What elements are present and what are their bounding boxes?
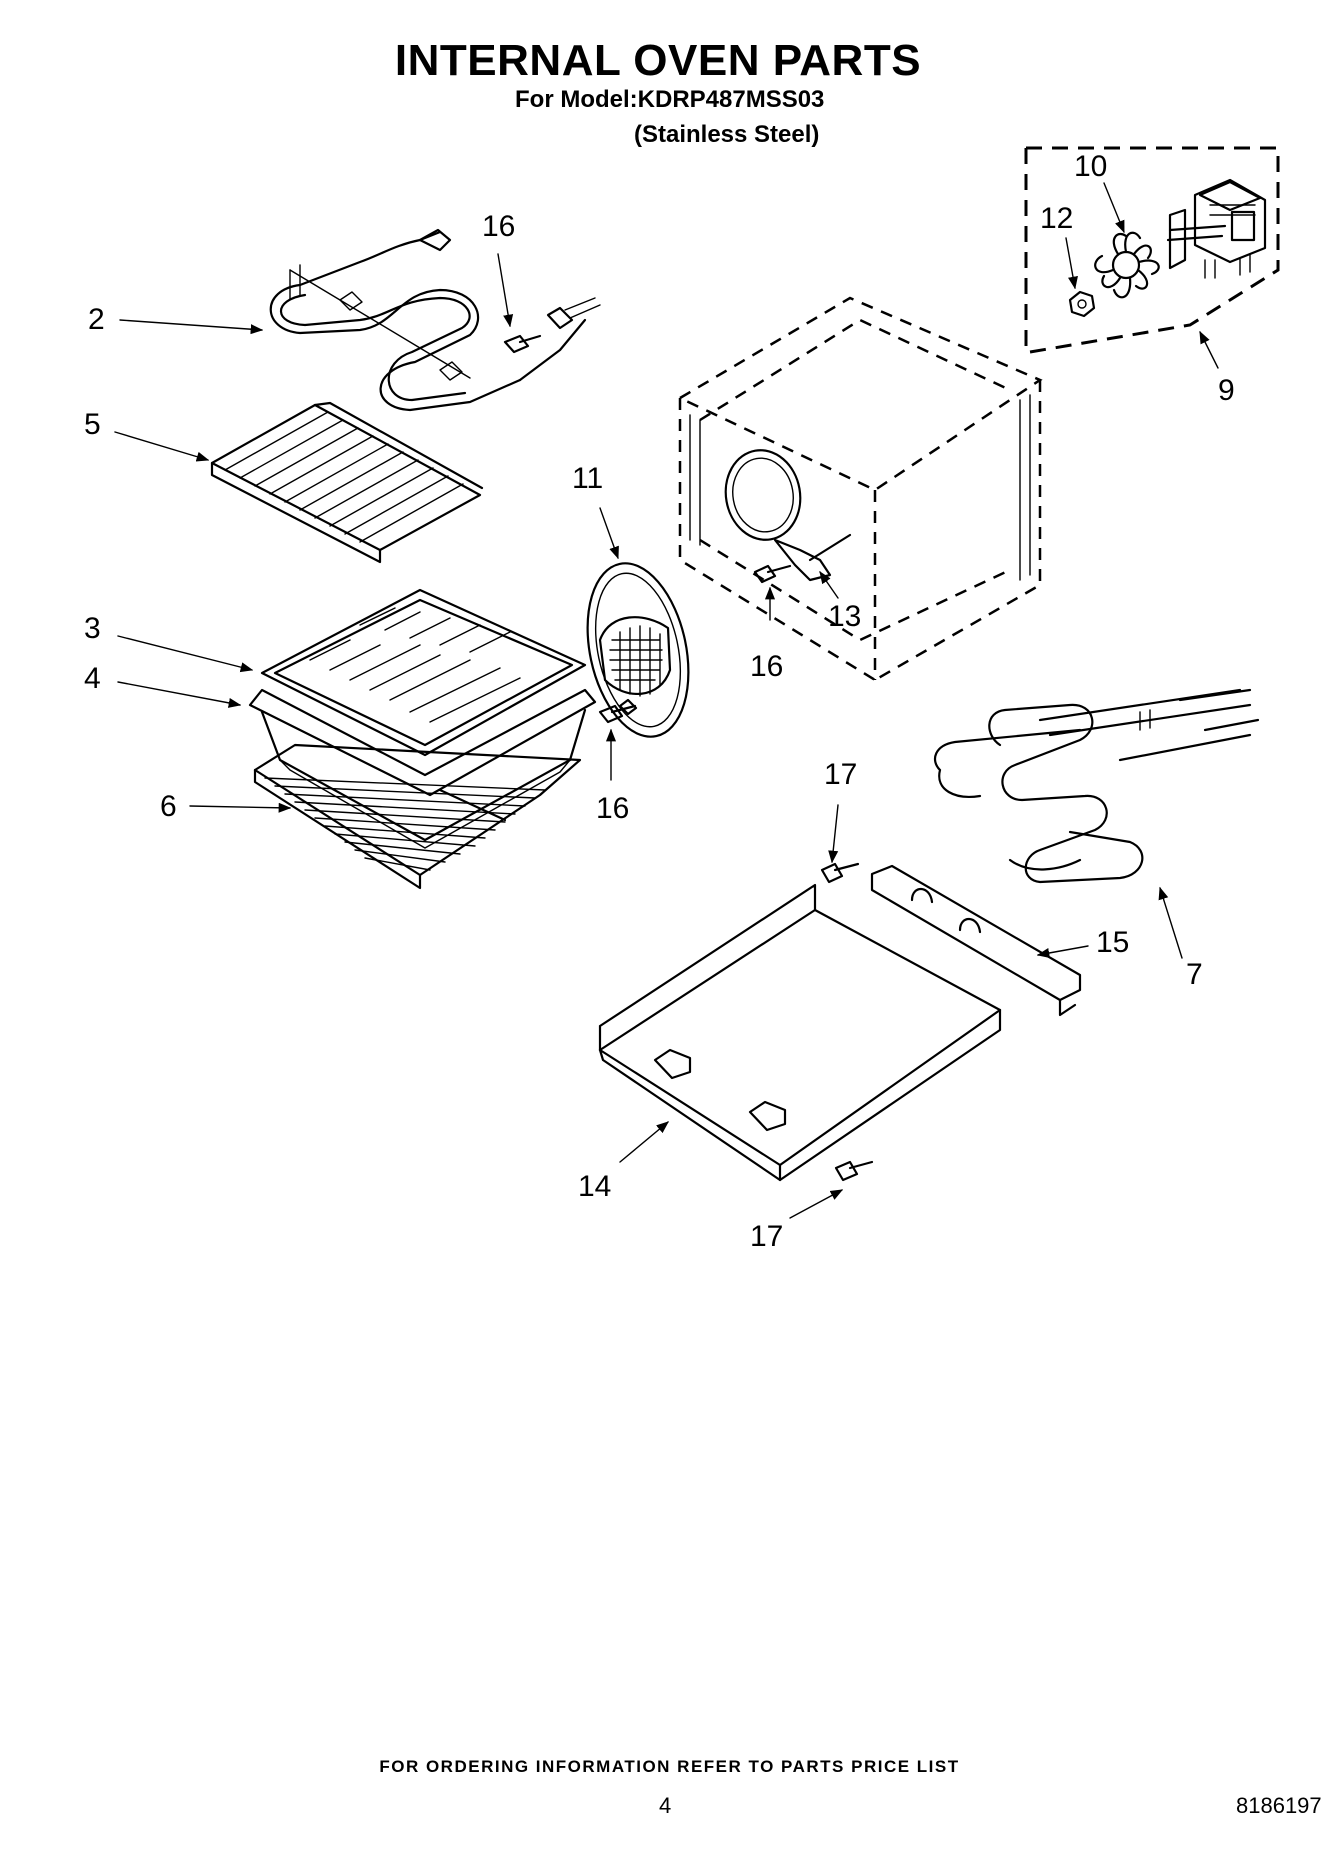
callout-7: 7	[1186, 958, 1203, 991]
callout-10: 10	[1074, 150, 1108, 183]
callout-11: 11	[572, 462, 604, 495]
part-17-screw-upper	[820, 862, 860, 884]
model-number: For Model:KDRP487MSS03	[515, 86, 825, 113]
part-6-lower-rack	[253, 743, 582, 890]
callout-13: 13	[828, 600, 862, 633]
callout-16-cavity: 16	[750, 650, 784, 683]
ordering-note: FOR ORDERING INFORMATION REFER TO PARTS …	[379, 1757, 960, 1776]
part-10-fan-blade	[1094, 231, 1160, 299]
callout-14: 14	[578, 1170, 612, 1203]
callout-16-upper: 16	[482, 210, 516, 243]
part-9-motor	[1166, 178, 1267, 279]
callout-12: 12	[1040, 202, 1074, 235]
part-5-oven-rack	[210, 401, 484, 564]
callout-17-upper: 17	[824, 758, 858, 791]
callout-leaders	[114, 182, 1219, 1219]
part-11-fan-cover	[586, 562, 690, 738]
part-16-screw-cavity	[753, 564, 792, 584]
part-16-screw-upper	[503, 334, 542, 354]
finish-note: (Stainless Steel)	[634, 121, 820, 148]
document-number: 8186197	[1236, 1793, 1322, 1818]
part-14-bottom-tray	[598, 883, 1002, 1182]
callout-2: 2	[88, 303, 105, 336]
callout-4: 4	[84, 662, 101, 695]
callout-5: 5	[84, 408, 101, 441]
part-12-nut	[1068, 290, 1096, 318]
part-3-broiler-grid	[260, 588, 587, 757]
part-13-convection-element	[724, 449, 852, 582]
callout-15: 15	[1096, 926, 1130, 959]
oven-cavity-outline	[677, 296, 1043, 682]
callout-17-lower: 17	[750, 1220, 784, 1253]
part-2-bake-element	[269, 228, 601, 412]
part-4-broiler-pan	[248, 688, 597, 849]
part-7-broil-element	[933, 688, 1260, 884]
page-title: INTERNAL OVEN PARTS	[394, 36, 922, 85]
callout-6: 6	[160, 790, 177, 823]
callout-9: 9	[1218, 374, 1235, 407]
part-15-bracket	[870, 864, 1082, 1017]
part-17-screw-lower	[834, 1160, 874, 1182]
part-9-motor-assembly-box	[1024, 146, 1280, 354]
page-number: 4	[659, 1793, 672, 1818]
part-16-screw-fan-cover	[598, 704, 637, 724]
callout-16-fan-cover: 16	[596, 792, 630, 825]
callout-3: 3	[84, 612, 101, 645]
